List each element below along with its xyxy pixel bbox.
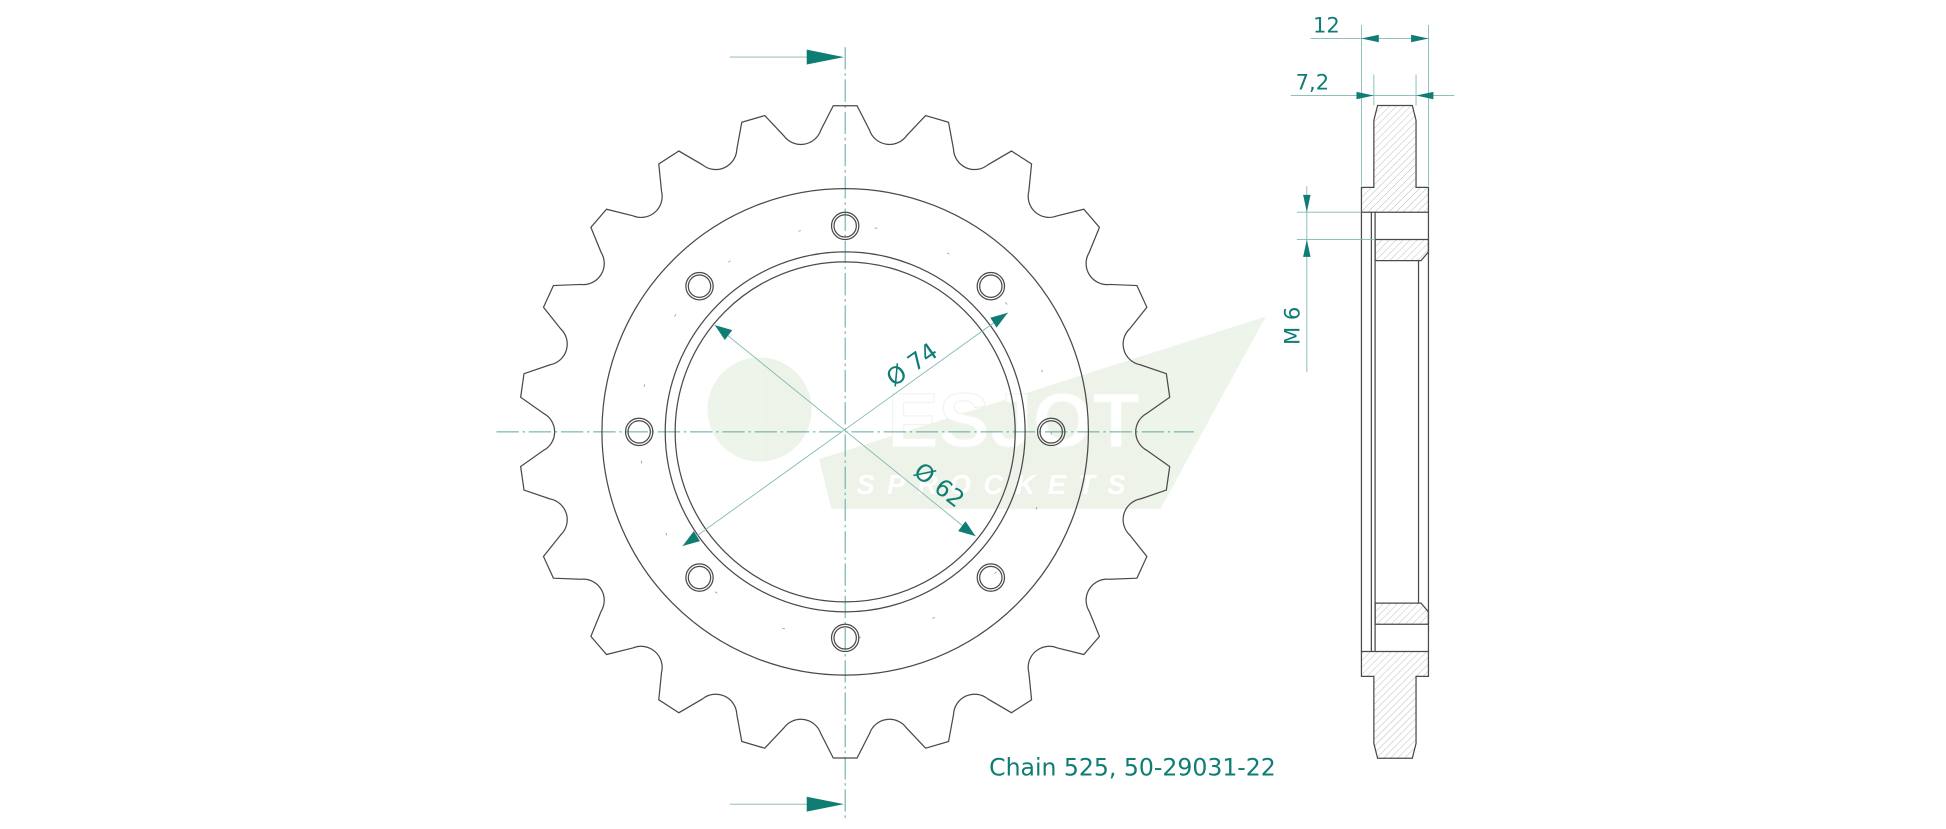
svg-text:12: 12: [1313, 12, 1340, 37]
bolt-hole: [1039, 420, 1063, 444]
svg-text:ESJOT: ESJOT: [887, 378, 1139, 464]
section-arrow-top: [729, 49, 844, 65]
sprocket-teeth-outline: [519, 105, 1171, 759]
hub-outer-circle: [601, 188, 1090, 676]
bolt-hole: [687, 274, 712, 298]
dimension-thread-m6: M 6: [1279, 186, 1376, 373]
section-arrow-bottom: [729, 796, 844, 812]
side-section-view: [1360, 104, 1430, 759]
bolt-circle: [638, 225, 1052, 639]
bore-inner-circle: [674, 261, 1016, 603]
bolt-holes: [624, 211, 1066, 653]
bolt-hole: [976, 271, 1006, 301]
bolt-hole: [976, 563, 1006, 592]
watermark-logo: ESJOT SPROCKETS: [707, 316, 1266, 509]
svg-text:7,2: 7,2: [1296, 69, 1330, 94]
bolt-hole: [830, 211, 860, 241]
bolt-hole: [833, 626, 857, 650]
bolt-hole: [833, 214, 857, 238]
bolt-hole: [979, 274, 1003, 298]
bolt-hole: [627, 420, 651, 444]
bolt-hole: [685, 563, 714, 592]
bolt-hole: [979, 565, 1003, 590]
bolt-hole: [685, 271, 714, 301]
dimension-width-12: 12: [1310, 12, 1429, 187]
svg-text:M 6: M 6: [1279, 307, 1304, 345]
bolt-hole: [1036, 417, 1066, 447]
bolt-hole: [624, 417, 654, 447]
dimension-width-7-2: 7,2: [1290, 69, 1455, 106]
bolt-hole: [830, 623, 860, 653]
part-caption: Chain 525, 50-29031-22: [989, 754, 1276, 782]
bolt-hole: [687, 565, 712, 590]
bore-outer-circle: [664, 251, 1026, 613]
